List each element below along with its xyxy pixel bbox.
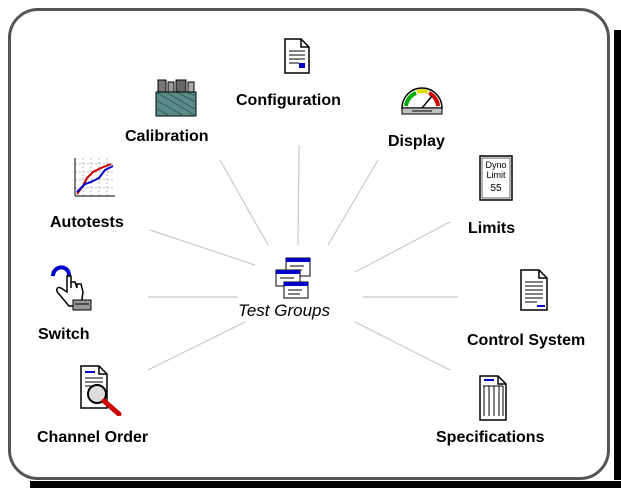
document-magnifier-icon [80, 365, 122, 416]
limit-sign-line-2: Limit [486, 170, 506, 180]
hand-switch-icon [51, 265, 92, 311]
graph-icon [74, 158, 115, 197]
limit-sign-line-3: 55 [490, 183, 502, 194]
channel-order-label: Channel Order [37, 429, 149, 446]
panel-shadow-bottom [30, 481, 621, 488]
limits-label: Limits [468, 220, 516, 237]
panel-shadow-right [614, 30, 621, 480]
gauge-icon [401, 87, 443, 115]
spoke-configuration [297, 144, 300, 246]
specifications-label: Specifications [436, 429, 545, 446]
limit-sign-icon: Dyno Limit 55 [479, 155, 513, 201]
spoke-limits [354, 221, 451, 273]
document-lines-icon [520, 269, 548, 311]
autotests-label: Autotests [50, 214, 124, 231]
control-system-label: Control System [467, 332, 586, 349]
spoke-autotests [149, 229, 256, 266]
spoke-display [327, 159, 379, 246]
configuration-label: Configuration [236, 92, 341, 109]
document-icon [284, 38, 310, 74]
toolbox-icon [155, 79, 197, 117]
spoke-calibration [219, 159, 269, 246]
switch-label: Switch [38, 326, 90, 343]
display-label: Display [388, 133, 445, 150]
windows-stack-icon [275, 257, 311, 299]
spoke-specifications [354, 321, 451, 371]
calibration-label: Calibration [125, 128, 209, 145]
spoke-channel-order [147, 321, 246, 371]
diagram-panel [8, 8, 610, 480]
test-groups-label: Test Groups [238, 301, 330, 320]
limit-sign-line-1: Dyno [485, 160, 506, 170]
table-document-icon [479, 375, 507, 421]
